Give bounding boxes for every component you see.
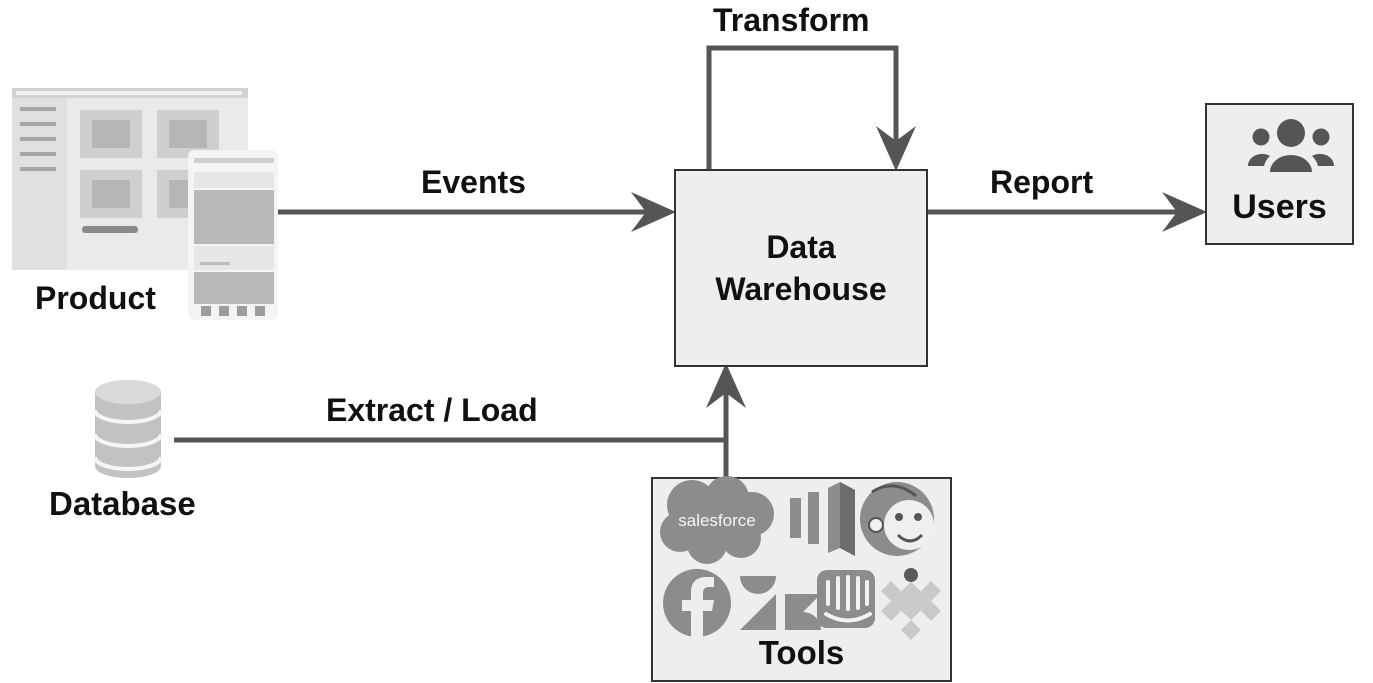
users-icon [1247, 119, 1335, 172]
report-label: Report [990, 164, 1094, 200]
product-label: Product [35, 280, 156, 316]
segment-icon [881, 568, 941, 640]
transform-label: Transform [713, 2, 870, 38]
warehouse-label-line2: Warehouse [715, 271, 887, 307]
warehouse-label-line1: Data [766, 229, 836, 265]
extract-load-label: Extract / Load [326, 392, 538, 428]
product-screens-icon [12, 88, 278, 320]
transform-edge [706, 45, 916, 171]
users-label: Users [1232, 188, 1327, 226]
data-warehouse-node [674, 169, 928, 367]
salesforce-icon: salesforce [660, 476, 774, 564]
database-label: Database [49, 485, 196, 522]
events-label: Events [421, 164, 526, 200]
salesforce-logo-text: salesforce [678, 511, 755, 530]
facebook-icon [663, 569, 731, 637]
database-icon [93, 380, 163, 478]
mailchimp-icon [860, 482, 934, 556]
intercom-icon [817, 570, 875, 628]
mixpanel-icon [790, 482, 855, 556]
tools-label: Tools [758, 634, 845, 671]
zendesk-icon [740, 576, 821, 630]
